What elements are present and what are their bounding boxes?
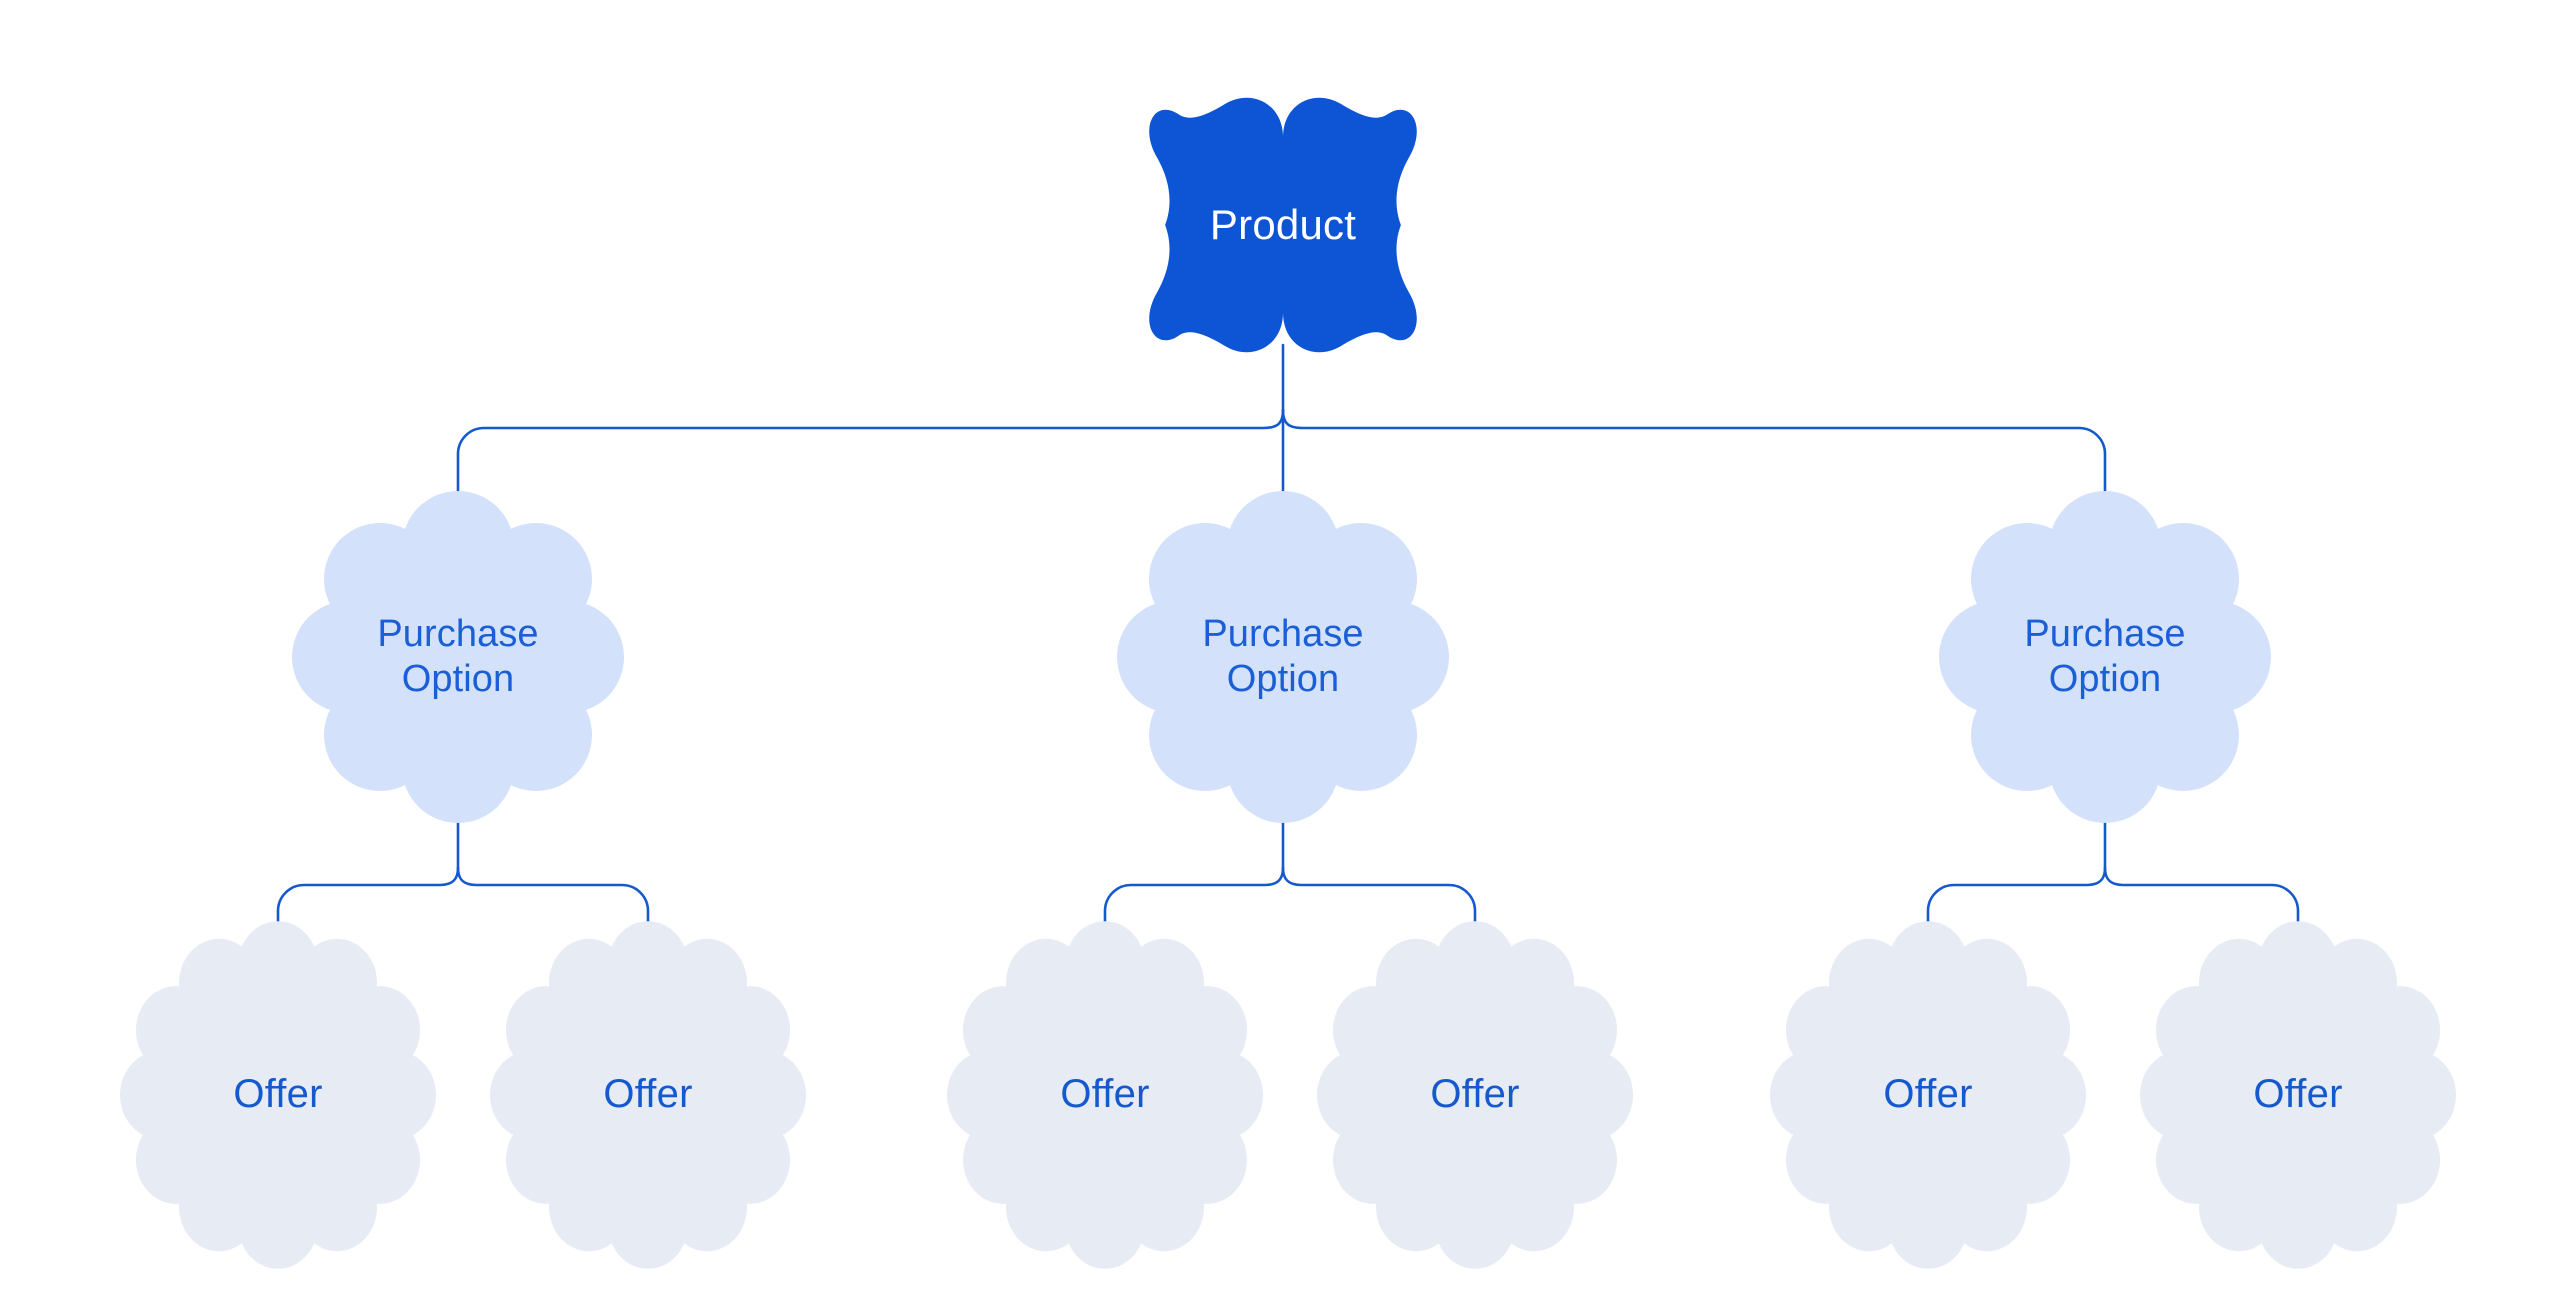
connector-root-to-option-3 [1281, 408, 2107, 515]
offer-node-1[interactable] [120, 921, 436, 1269]
offer-node-5[interactable] [1770, 921, 2086, 1269]
offer-node-2[interactable] [490, 921, 806, 1269]
offer-3-hit[interactable]: Offer [967, 944, 1243, 1246]
purchase-option-node-1[interactable] [292, 491, 624, 823]
product-node-label: Product [1209, 201, 1357, 249]
connector-option-1-to-offer-2 [456, 866, 650, 950]
offer-2-label: Offer [603, 1072, 693, 1117]
offer-node-4[interactable] [1317, 921, 1633, 1269]
connector-option-2-to-offer-4 [1281, 866, 1477, 950]
offer-6-label: Offer [2253, 1072, 2343, 1117]
purchase-option-1-hit[interactable]: Purchase Option [314, 513, 602, 801]
offer-1-label: Offer [233, 1072, 323, 1117]
product-node-hit[interactable]: Product [1152, 96, 1414, 354]
offer-3-label: Offer [1060, 1072, 1150, 1117]
offer-6-hit[interactable]: Offer [2160, 944, 2436, 1246]
connector-option-2-to-offer-3 [1103, 866, 1285, 950]
connector-root-to-option-1 [456, 408, 1285, 515]
offer-2-hit[interactable]: Offer [510, 944, 786, 1246]
offer-5-hit[interactable]: Offer [1790, 944, 2066, 1246]
purchase-option-3-label: Purchase Option [2024, 613, 2186, 700]
offer-nodes-layer [120, 921, 2456, 1269]
connector-option-3-to-offer-6 [2103, 866, 2300, 950]
offer-4-label: Offer [1430, 1072, 1520, 1117]
offer-5-label: Offer [1883, 1072, 1973, 1117]
purchase-option-2-hit[interactable]: Purchase Option [1139, 513, 1427, 801]
offer-node-3[interactable] [947, 921, 1263, 1269]
offer-4-hit[interactable]: Offer [1337, 944, 1613, 1246]
purchase-option-node-2[interactable] [1117, 491, 1449, 823]
purchase-option-2-label: Purchase Option [1202, 613, 1364, 700]
offer-node-6[interactable] [2140, 921, 2456, 1269]
purchase-option-nodes-layer [292, 491, 2271, 823]
purchase-option-node-3[interactable] [1939, 491, 2271, 823]
purchase-option-3-hit[interactable]: Purchase Option [1961, 513, 2249, 801]
offer-1-hit[interactable]: Offer [140, 944, 416, 1246]
purchase-option-1-label: Purchase Option [377, 613, 539, 700]
connector-option-1-to-offer-1 [276, 866, 460, 950]
connector-option-3-to-offer-5 [1926, 866, 2107, 950]
